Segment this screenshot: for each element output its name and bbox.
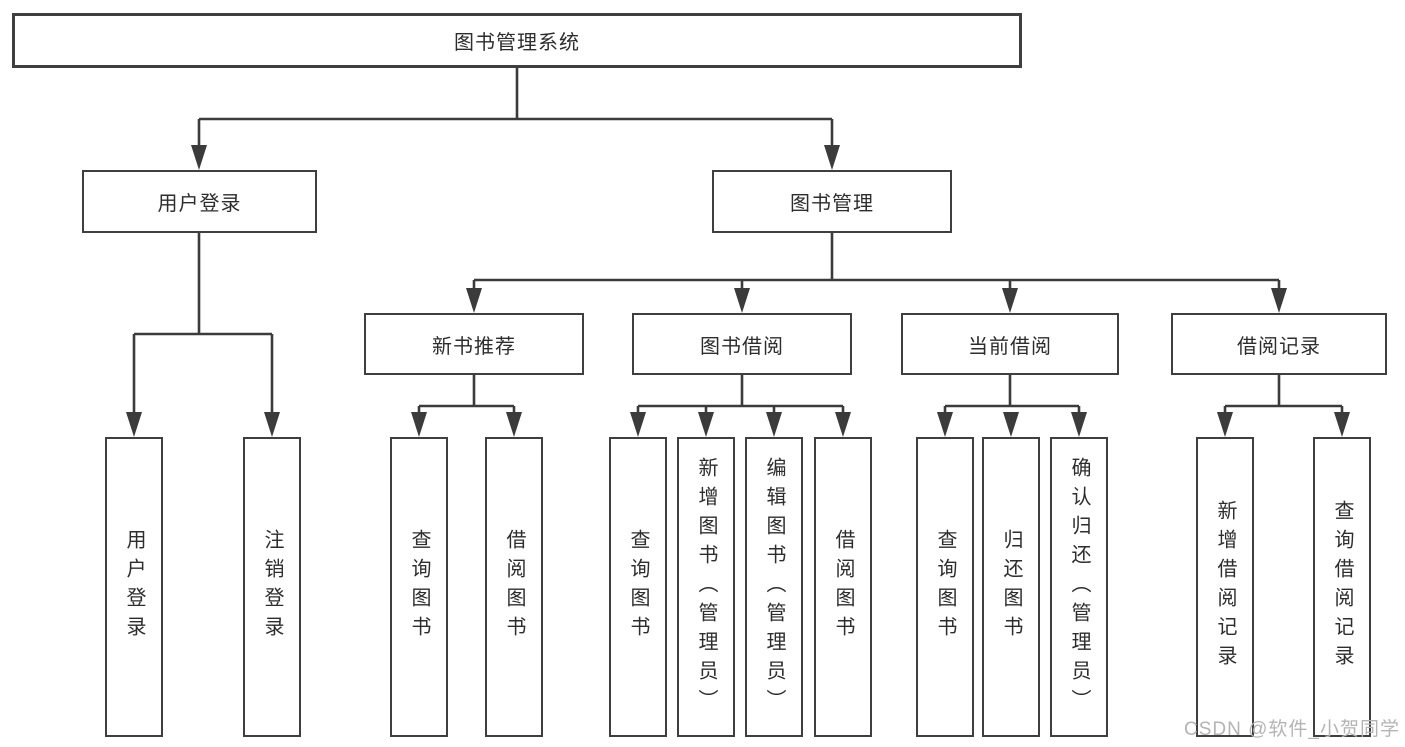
leaf-add-books-admin-label: 新增图书（管理员）: [695, 456, 717, 718]
leaf-query-books-borrowing-label: 查询图书: [627, 529, 649, 645]
leaf-query-books-current-label: 查询图书: [934, 529, 956, 645]
node-user-login-label: 用户登录: [157, 193, 242, 215]
leaf-logout: 注销登录: [243, 437, 301, 737]
leaf-query-borrow-record: 查询借阅记录: [1313, 437, 1371, 737]
node-book-borrowing-label: 图书借阅: [700, 335, 784, 358]
leaf-user-login: 用户登录: [105, 437, 163, 737]
node-borrow-records-label: 借阅记录: [1237, 335, 1321, 358]
leaf-borrow-books-recommend: 借阅图书: [485, 437, 543, 737]
node-user-login: 用户登录: [82, 170, 317, 233]
leaf-query-books-current: 查询图书: [916, 437, 974, 737]
leaf-query-books-borrowing: 查询图书: [609, 437, 667, 737]
csdn-watermark: CSDN @软件_小贺同学: [1184, 719, 1400, 740]
leaf-return-books: 归还图书: [982, 437, 1040, 737]
leaf-borrow-books-recommend-label: 借阅图书: [503, 529, 525, 645]
node-borrow-records: 借阅记录: [1171, 313, 1387, 375]
node-new-book-recommend-label: 新书推荐: [432, 335, 516, 358]
node-book-management-label: 图书管理: [790, 193, 874, 215]
leaf-add-borrow-record-label: 新增借阅记录: [1214, 500, 1236, 674]
node-library-system: 图书管理系统: [12, 13, 1022, 68]
leaf-logout-label: 注销登录: [261, 529, 283, 645]
leaf-query-borrow-record-label: 查询借阅记录: [1331, 500, 1353, 674]
leaf-query-books-recommend: 查询图书: [390, 437, 448, 737]
leaf-return-books-label: 归还图书: [1000, 529, 1022, 645]
leaf-user-login-label: 用户登录: [123, 529, 145, 645]
leaf-borrow-books-borrowing-label: 借阅图书: [832, 529, 854, 645]
node-current-borrowing-label: 当前借阅: [968, 335, 1052, 358]
leaf-confirm-return-admin-label: 确认归还（管理员）: [1068, 456, 1090, 718]
node-library-system-label: 图书管理系统: [454, 32, 580, 54]
node-new-book-recommend: 新书推荐: [364, 313, 584, 375]
leaf-add-borrow-record: 新增借阅记录: [1196, 437, 1254, 737]
leaf-add-books-admin: 新增图书（管理员）: [677, 437, 735, 737]
leaf-edit-books-admin-label: 编辑图书（管理员）: [763, 456, 785, 718]
leaf-confirm-return-admin: 确认归还（管理员）: [1050, 437, 1108, 737]
leaf-query-books-recommend-label: 查询图书: [408, 529, 430, 645]
node-current-borrowing: 当前借阅: [901, 313, 1119, 375]
leaf-edit-books-admin: 编辑图书（管理员）: [745, 437, 803, 737]
leaf-borrow-books-borrowing: 借阅图书: [814, 437, 872, 737]
node-book-management: 图书管理: [712, 170, 952, 233]
node-book-borrowing: 图书借阅: [632, 313, 852, 375]
